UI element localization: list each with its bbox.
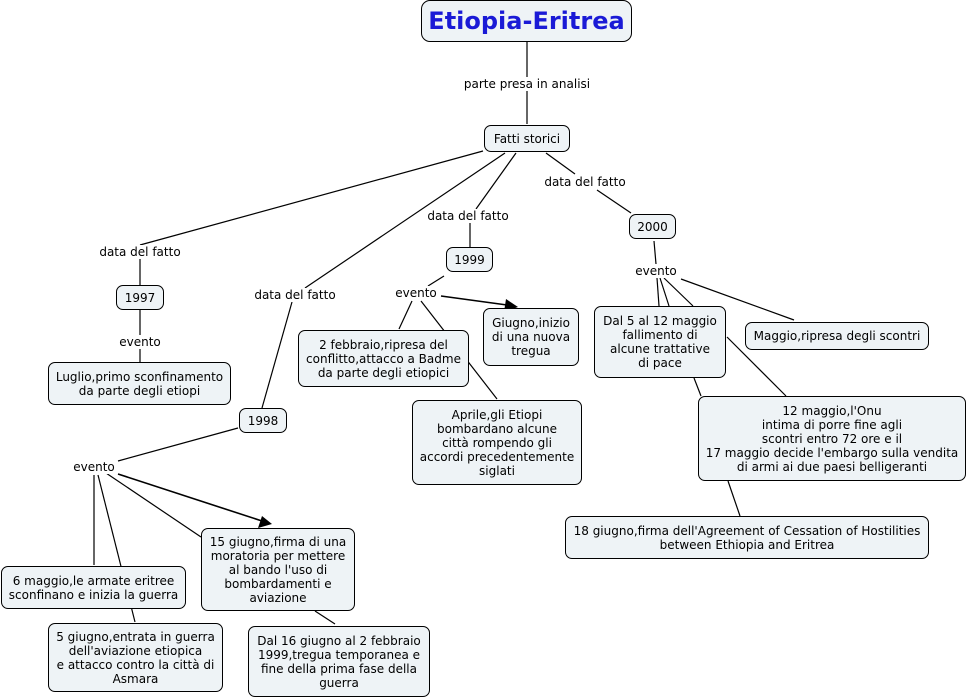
link-1999-evento [427, 275, 445, 287]
link-label-data-1999: data del fatto [426, 209, 510, 223]
link-1998-evento [117, 427, 239, 462]
link-evento-5maggio-c [663, 277, 694, 307]
concept-1999-aprile[interactable]: Aprile,gli Etiopi bombardano alcune citt… [412, 400, 582, 485]
link-15giugno-16giugno [314, 610, 336, 625]
link-evento-2febbraio [398, 300, 413, 330]
link-facts-date1999 [475, 152, 517, 210]
concept-year-1997[interactable]: 1997 [116, 285, 164, 310]
link-label-data-2000: data del fatto [543, 175, 627, 189]
link-label-evento-1999: evento [394, 286, 438, 300]
arrow-line-evento1998-15giugno [117, 473, 263, 522]
arrowhead-15giugno [258, 516, 272, 528]
link-label-parte-presa: parte presa in analisi [462, 77, 592, 91]
link-label-data-1998: data del fatto [253, 288, 337, 302]
link-evento-5maggio-b [659, 277, 670, 307]
link-facts-date2000 [545, 152, 576, 175]
link-label-evento-1997: evento [118, 335, 162, 349]
concept-1998-16giugno[interactable]: Dal 16 giugno al 2 febbraio 1999,tregua … [248, 626, 430, 697]
concept-2000-12maggio[interactable]: 12 maggio,l'Onu intima di porre fine agl… [698, 396, 966, 481]
concept-year-2000[interactable]: 2000 [629, 214, 676, 239]
link-label-evento-1998: evento [72, 460, 116, 474]
link-facts-date1998 [304, 152, 506, 289]
link-5maggio-12maggio-a [726, 336, 787, 397]
concept-fatti-storici[interactable]: Fatti storici [484, 125, 570, 152]
arrow-line-evento1999-giugno [440, 295, 508, 306]
link-evento-5maggio-a [656, 277, 660, 307]
concept-1999-2febbraio[interactable]: 2 febbraio,ripresa del conflitto,attacco… [298, 330, 469, 387]
concept-2000-5maggio[interactable]: Dal 5 al 12 maggio fallimento di alcune … [594, 306, 726, 378]
link-label-data-1997: data del fatto [98, 245, 182, 259]
concept-2000-maggio[interactable]: Maggio,ripresa degli scontri [745, 322, 929, 350]
concept-year-1999[interactable]: 1999 [446, 247, 493, 272]
link-5maggio-12maggio-b [693, 377, 702, 397]
concept-title[interactable]: Etiopia-Eritrea [421, 0, 632, 42]
link-label-evento-2000: evento [634, 264, 678, 278]
concept-1998-15giugno[interactable]: 15 giugno,firma di una moratoria per met… [201, 528, 355, 611]
link-evento-maggio [680, 278, 795, 321]
concept-2000-18giugno[interactable]: 18 giugno,firma dell'Agreement of Cessat… [565, 516, 929, 559]
link-date1998-1998 [261, 301, 293, 409]
link-facts-date1997 [139, 150, 484, 246]
concept-year-1998[interactable]: 1998 [239, 408, 287, 433]
link-evento-15giugno [105, 472, 202, 538]
concept-1999-giugno[interactable]: Giugno,inizio di una nuova tregua [483, 308, 579, 366]
link-2000-evento [653, 240, 657, 265]
concept-1997-luglio[interactable]: Luglio,primo sconfinamento da parte degl… [48, 362, 231, 405]
link-date2000-2000 [596, 189, 632, 214]
concept-1998-5giugno[interactable]: 5 giugno,entrata in guerra dell'aviazion… [48, 623, 223, 692]
concept-1998-6maggio[interactable]: 6 maggio,le armate eritree sconfinano e … [1, 566, 186, 609]
link-12maggio-18giugno [727, 480, 741, 517]
